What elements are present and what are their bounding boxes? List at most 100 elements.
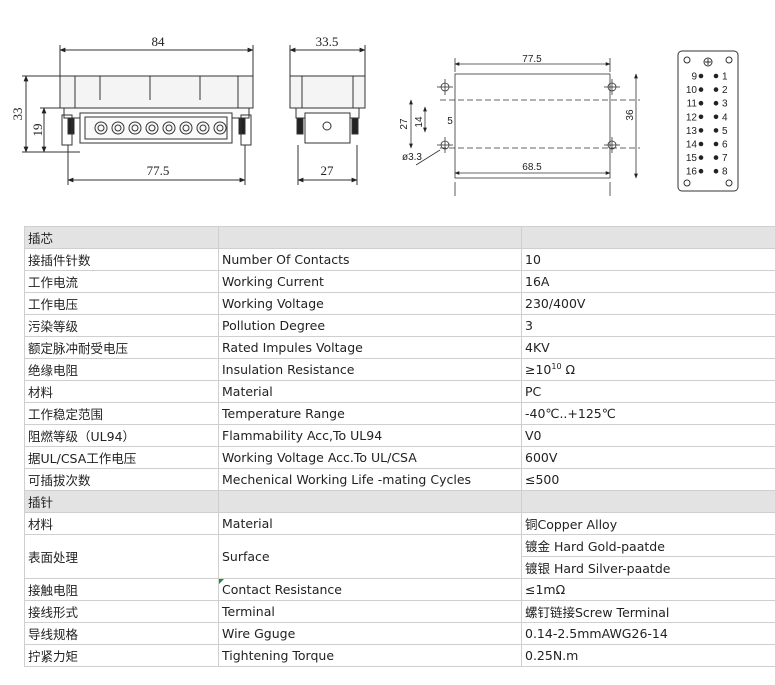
cell-value: 0.14-2.5mmAWG26-14	[521, 622, 775, 645]
pin-dot	[698, 100, 704, 106]
cell-cn: 阻燃等级（UL94）	[24, 424, 219, 447]
cell-value: V0	[521, 424, 775, 447]
front-view-drawing	[22, 45, 254, 185]
dim-mount-left-height: 27	[399, 118, 410, 130]
cell-cn: 接线形式	[24, 600, 219, 623]
cell-en: Insulation Resistance	[218, 358, 522, 381]
cell-value: 600V	[521, 446, 775, 469]
pin-dot	[698, 128, 704, 133]
cell-en: Terminal	[218, 600, 522, 623]
pin-label-right: 3	[722, 99, 728, 110]
section-header-pin: 插针	[24, 490, 775, 513]
cell-en: Material	[218, 512, 522, 535]
value-exponent: 10	[551, 361, 562, 371]
cell-en: Rated Impules Voltage	[218, 336, 522, 359]
pin-label-left: 15	[686, 153, 698, 164]
dim-mount-bottom-width: 68.5	[522, 162, 542, 173]
cell-value: 铜Copper Alloy	[521, 512, 775, 535]
cell-en: Material	[218, 380, 522, 403]
cell-cn: 绝缘电阻	[24, 358, 219, 381]
pin-label-left: 11	[687, 99, 698, 110]
cell-value: ≤1mΩ	[521, 578, 775, 601]
cell-value: 3	[521, 314, 775, 337]
cell-en: Surface	[218, 534, 522, 579]
value-prefix: ≥10	[525, 362, 552, 377]
pin-layout-drawing	[677, 50, 739, 192]
pin-label-left: 16	[686, 167, 698, 178]
section-header-core: 插芯	[24, 226, 775, 249]
pin-dot	[698, 155, 704, 160]
cell-cn: 材料	[24, 380, 219, 403]
pin-label-left: 14	[686, 140, 698, 151]
table-row: 镀银 Hard Silver-paatde	[25, 556, 775, 579]
pin-label-right: 7	[722, 153, 728, 164]
value-unit: Ω	[561, 362, 576, 377]
side-view-drawing	[289, 45, 366, 185]
pin-label-left: 10	[686, 85, 698, 96]
cell-value: PC	[521, 380, 775, 403]
pin-dot	[713, 141, 719, 147]
pin-label-right: 2	[722, 85, 728, 96]
cell-en: Mechenical Working Life -mating Cycles	[218, 468, 522, 491]
dim-front-height-total: 33	[10, 108, 25, 121]
cell-cn: 接触电阻	[24, 578, 219, 601]
cell-value: 10	[521, 248, 775, 271]
pin-label-right: 8	[722, 167, 728, 178]
cell-value: 螺钉链接Screw Terminal	[521, 600, 775, 623]
pin-dot	[713, 168, 719, 174]
dim-mount-hole: ø3.3	[402, 152, 422, 163]
dim-side-bottom-width: 27	[321, 163, 335, 178]
pin-label-right: 5	[722, 126, 728, 137]
pin-dot	[698, 73, 704, 79]
technical-drawings: 84 33 19 77.5 33.5 27	[10, 34, 739, 196]
cell-cn: 可插拔次数	[24, 468, 219, 491]
cell-cn: 工作稳定范围	[24, 402, 219, 425]
cell-value: 0.25N.m	[521, 644, 775, 667]
cell-value: 230/400V	[521, 292, 775, 315]
pin-dot	[713, 128, 719, 133]
cell-cn: 接插件针数	[24, 248, 219, 271]
cell-en: Contact Resistance	[218, 578, 522, 601]
pin-label-right: 6	[722, 140, 728, 151]
cell-value: 镀金 Hard Gold-paatde	[521, 534, 775, 557]
cell-value: ≥1010 Ω	[521, 358, 775, 381]
pin-dot	[713, 155, 719, 160]
cell-en: Pollution Degree	[218, 314, 522, 337]
pin-dot	[698, 114, 704, 120]
cell-en: Number Of Contacts	[218, 248, 522, 271]
table-row: 表面处理 Surface 镀金 Hard Gold-paatde	[24, 534, 775, 579]
pin-dot	[698, 87, 704, 92]
cell-cn: 额定脉冲耐受电压	[24, 336, 219, 359]
cell-en: Flammability Acc,To UL94	[218, 424, 522, 447]
pin-label-right: 4	[722, 112, 728, 123]
cell-value: 镀银 Hard Silver-paatde	[521, 556, 775, 579]
cell-cn: 导线规格	[24, 622, 219, 645]
dim-front-bottom-width: 77.5	[147, 163, 170, 178]
cell-value: 4KV	[521, 336, 775, 359]
mounting-view-drawing	[409, 58, 640, 196]
cell-cn: 材料	[24, 512, 219, 535]
section-title: 插针	[24, 490, 219, 513]
cell-value: -40℃..+125℃	[521, 402, 775, 425]
cell-cn: 工作电压	[24, 292, 219, 315]
dim-front-height-body: 19	[30, 124, 45, 137]
dim-mount-top-width: 77.5	[522, 54, 542, 65]
pin-dot	[713, 114, 719, 120]
pin-dot	[698, 141, 704, 147]
cell-cn: 污染等级	[24, 314, 219, 337]
dim-mount-inner-height: 14	[414, 116, 425, 128]
pin-dot	[698, 168, 704, 174]
cell-en: Working Voltage	[218, 292, 522, 315]
